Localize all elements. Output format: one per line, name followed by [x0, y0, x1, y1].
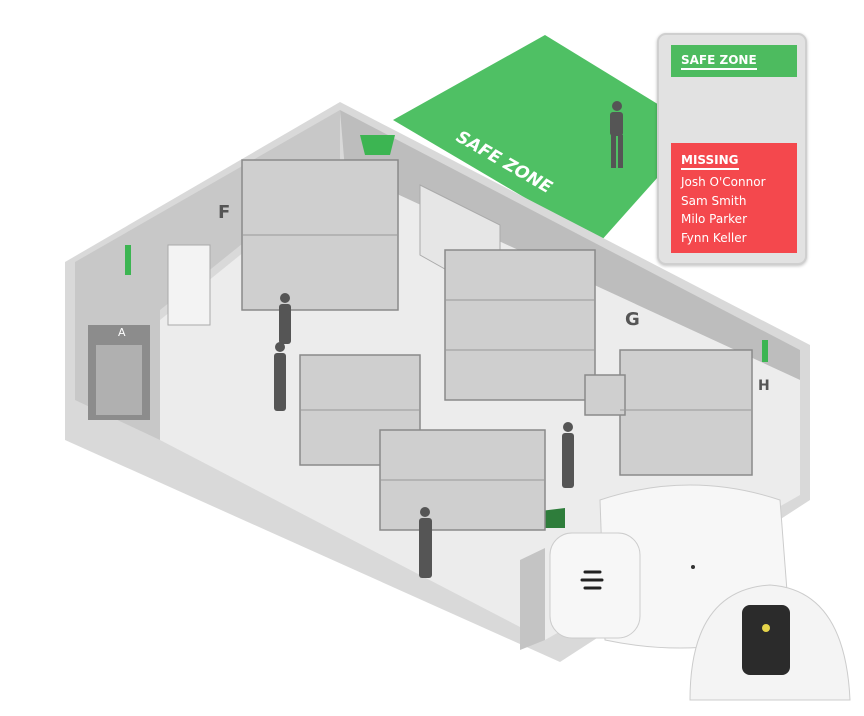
- back-wall-right: [340, 110, 800, 380]
- zone-label-f: F: [218, 202, 230, 223]
- missing-person: Milo Parker: [681, 212, 747, 226]
- anchor-beacon: [762, 340, 768, 362]
- tag-device: [549, 532, 641, 639]
- zone-label-h: H: [758, 378, 770, 394]
- workers: [274, 293, 574, 578]
- missing-title: MISSING: [681, 153, 739, 170]
- anchor-beacon: [360, 135, 395, 155]
- zone-status-panel: SAFE ZONE MISSING Josh O'Connor Sam Smit…: [657, 33, 807, 265]
- front-wall: [520, 548, 545, 650]
- door-f: [167, 244, 211, 326]
- safe-zone-header: SAFE ZONE: [671, 45, 797, 77]
- missing-person: Fynn Keller: [681, 230, 747, 245]
- missing-person: Sam Smith: [681, 193, 747, 208]
- worker-safe-zone: [610, 101, 623, 168]
- safe-zone-area: [393, 35, 700, 242]
- missing-list: MISSING Josh O'Connor Sam Smith Milo Par…: [671, 143, 797, 253]
- zone-label-a: A: [118, 326, 126, 339]
- zone-label-g: G: [625, 309, 640, 330]
- anchor-beacon: [125, 245, 131, 275]
- safe-zone-title: SAFE ZONE: [681, 53, 757, 70]
- missing-person: Josh O'Connor: [681, 175, 766, 189]
